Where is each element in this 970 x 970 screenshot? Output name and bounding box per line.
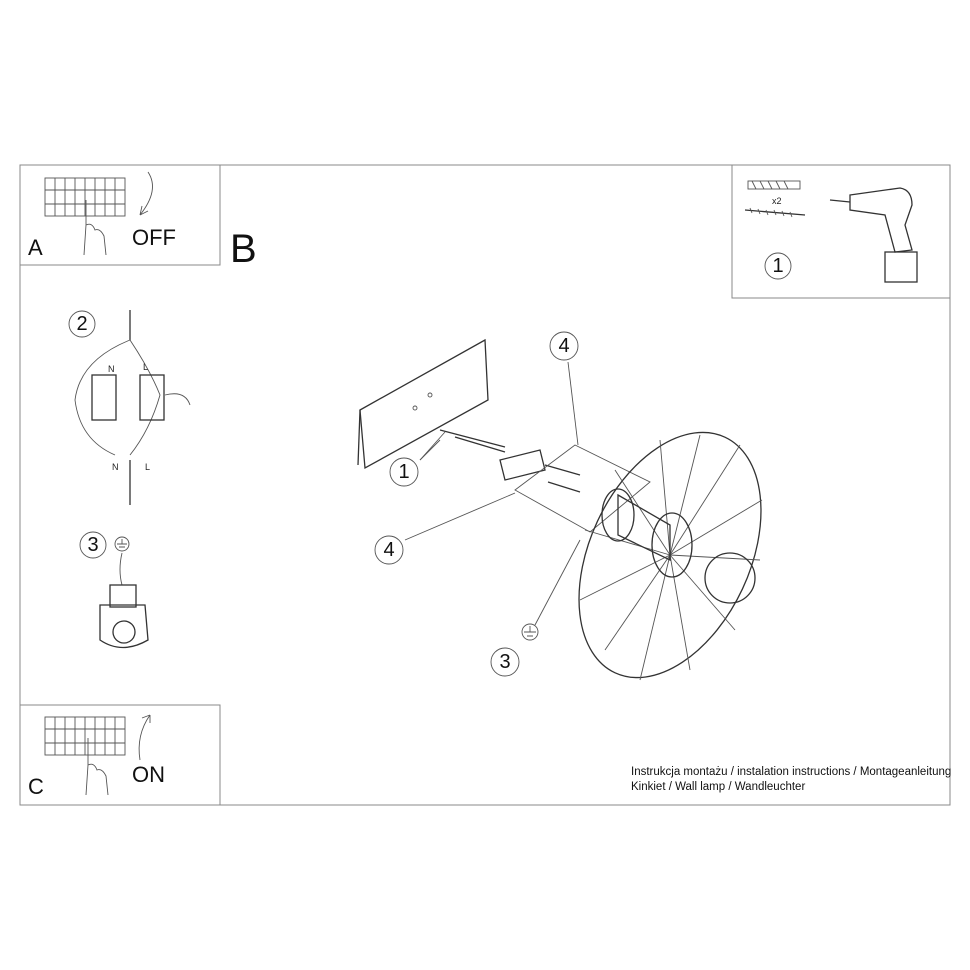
- screw-icon: [744, 207, 806, 218]
- ground-symbol-icon: [114, 536, 130, 552]
- assembly-step-mount: 1: [398, 461, 409, 483]
- ground-step-number: 3: [87, 534, 98, 556]
- caption-line-1: Instrukcja montażu / instalation instruc…: [631, 766, 951, 778]
- breaker-panel-icon: [44, 177, 126, 217]
- quantity-label: x2: [772, 196, 782, 206]
- screws-and-plugs: [439, 429, 581, 493]
- wiring-step-number: 2: [76, 313, 87, 335]
- ground-symbol-icon: [521, 623, 539, 641]
- panel-a-action: OFF: [132, 225, 176, 250]
- lamp-shade: [578, 431, 763, 681]
- tools-frame: [731, 164, 951, 299]
- tools-step-number: 1: [772, 255, 783, 277]
- hand-icon: [85, 738, 109, 796]
- ground-terminal-icon: [99, 552, 149, 649]
- panel-b-letter: B: [230, 227, 257, 271]
- hand-icon: [83, 200, 107, 256]
- lamp-bracket: [499, 444, 651, 533]
- panel-c-frame: [19, 704, 221, 806]
- drill-icon: [829, 187, 918, 283]
- outer-frame: [19, 164, 951, 806]
- assembly-step-body-top: 4: [558, 335, 569, 357]
- panel-a-letter: A: [28, 235, 43, 260]
- caption-line-2: Kinkiet / Wall lamp / Wandleuchter: [631, 781, 805, 793]
- assembly-step-ground: 3: [499, 651, 510, 673]
- breaker-panel-icon: [44, 716, 126, 756]
- wiring-label-n-bottom: N: [112, 462, 119, 472]
- wall-plug-icon: [747, 180, 801, 190]
- wiring-connector-icon: [74, 310, 191, 505]
- panel-c-letter: C: [28, 774, 44, 799]
- arrow-up-icon: [138, 714, 151, 761]
- wiring-label-l-bottom: L: [145, 462, 150, 472]
- wiring-label-n-top: N: [108, 364, 115, 374]
- arrow-down-icon: [139, 171, 153, 216]
- panel-c-action: ON: [132, 762, 165, 787]
- mounting-plate: [357, 338, 489, 470]
- assembly-step-body-left: 4: [383, 539, 394, 561]
- wiring-label-l-top: L: [143, 362, 148, 372]
- panel-a-frame: [19, 164, 221, 266]
